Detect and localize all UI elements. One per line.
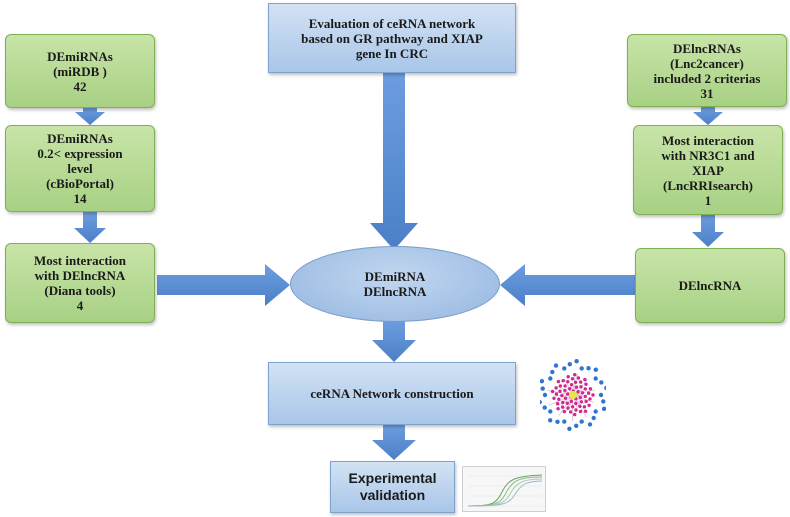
delncrna-box: DElncRNA bbox=[635, 248, 785, 323]
arrow-right1-to-right2 bbox=[693, 107, 723, 125]
demirnas-mirdb-box: DEmiRNAs (miRDB ) 42 bbox=[5, 34, 155, 108]
delncrna-text: DElncRNA bbox=[678, 278, 742, 293]
demirnas-mirdb-text: DEmiRNAs (miRDB ) 42 bbox=[47, 48, 113, 94]
demirnas-expression-box: DEmiRNAs 0.2< expression level (cBioPort… bbox=[5, 125, 155, 212]
network-construction-box: ceRNA Network construction bbox=[268, 362, 516, 425]
arrow-right3-to-center bbox=[500, 264, 635, 306]
center-ellipse-text: DEmiRNA DElncRNA bbox=[363, 269, 427, 299]
network-construction-text: ceRNA Network construction bbox=[310, 386, 474, 401]
arrow-top-to-center bbox=[370, 72, 418, 250]
arrow-left2-to-left3 bbox=[74, 212, 106, 243]
arrow-right2-to-right3 bbox=[692, 215, 724, 247]
lncrna-interaction-text: Most interaction with NR3C1 and XIAP (Ln… bbox=[661, 132, 755, 208]
mirna-interaction-box: Most interaction with DElncRNA (Diana to… bbox=[5, 243, 155, 323]
center-ellipse: DEmiRNA DElncRNA bbox=[290, 246, 500, 322]
arrow-center-to-network bbox=[372, 320, 416, 362]
delncrnas-lnc2cancer-text: DElncRNAs (Lnc2cancer) included 2 criter… bbox=[653, 40, 761, 101]
arrow-left3-to-center bbox=[157, 264, 290, 306]
arrow-left1-to-left2 bbox=[75, 108, 105, 125]
delncrnas-lnc2cancer-box: DElncRNAs (Lnc2cancer) included 2 criter… bbox=[627, 34, 787, 107]
experimental-validation-box: Experimental validation bbox=[330, 461, 455, 513]
mirna-interaction-text: Most interaction with DElncRNA (Diana to… bbox=[33, 253, 127, 313]
evaluation-box: Evaluation of ceRNA network based on GR … bbox=[268, 3, 516, 73]
amplification-curve-icon bbox=[462, 466, 546, 512]
experimental-validation-text: Experimental validation bbox=[348, 470, 437, 503]
lncrna-interaction-box: Most interaction with NR3C1 and XIAP (Ln… bbox=[633, 125, 783, 215]
demirnas-expression-text: DEmiRNAs 0.2< expression level (cBioPort… bbox=[37, 131, 123, 206]
network-graph-icon bbox=[540, 359, 606, 431]
arrow-network-to-validation bbox=[372, 425, 416, 460]
evaluation-box-text: Evaluation of ceRNA network based on GR … bbox=[301, 15, 483, 61]
